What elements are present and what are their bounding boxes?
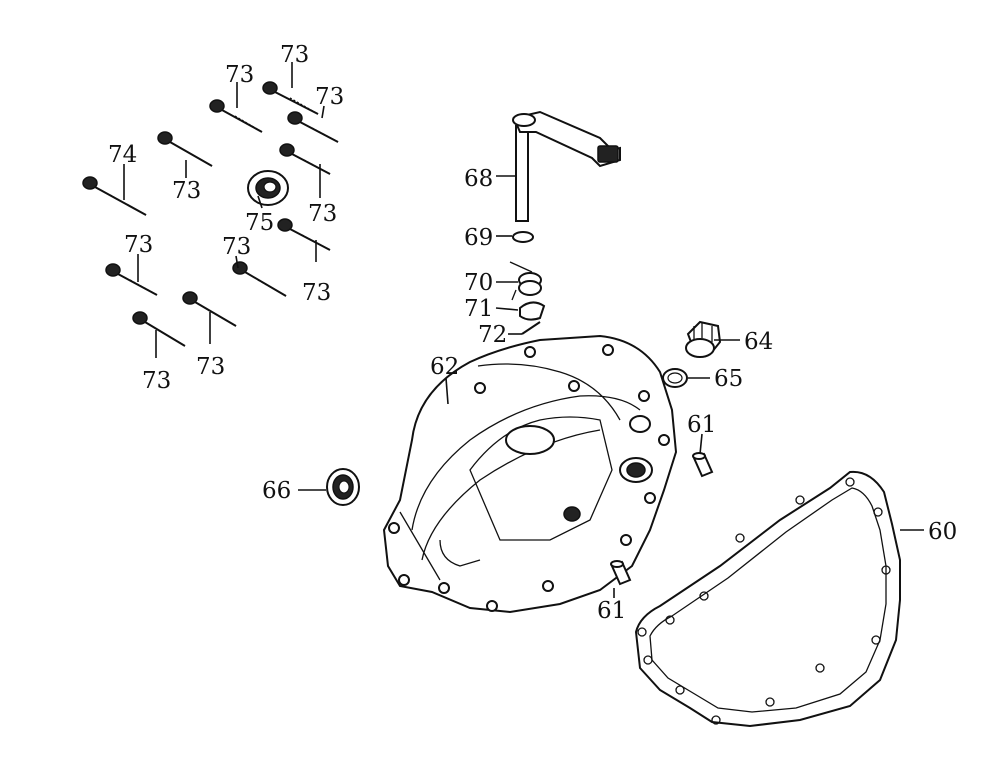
label-70: 70 [464,270,493,296]
label-66: 66 [262,478,291,504]
crankcase-cover-62 [382,334,678,614]
leader-lines [123,62,924,598]
label-60: 60 [928,519,957,545]
label-73: 73 [302,280,331,306]
bolt-73-top [262,81,319,115]
collar-71 [519,301,546,321]
gasket-60 [634,470,901,728]
bolt-73-e [277,218,331,251]
dowel-pin-61-upper [692,452,714,478]
bolt-73-g [232,261,287,297]
label-61: 61 [597,598,626,624]
label-65: 65 [714,366,743,392]
dowel-pin-61-lower [610,560,632,586]
label-62: 62 [430,354,459,380]
bolt-73-b [287,111,339,143]
oil-seal-75 [247,170,289,206]
bolt-73-d [279,143,331,175]
callout-labels: 73 73 73 74 73 73 75 73 73 73 73 73 68 6… [108,42,957,624]
bolt-73-f [105,263,158,296]
label-73: 73 [308,201,337,227]
label-74: 74 [108,142,137,168]
label-73: 73 [172,178,201,204]
washer-69 [512,231,534,243]
label-72: 72 [478,322,507,348]
label-64: 64 [744,329,773,355]
bolt-73-h [182,291,237,327]
label-73: 73 [124,232,153,258]
shift-shaft-68 [512,110,621,222]
label-68: 68 [464,166,493,192]
label-73: 73 [142,368,171,394]
label-61: 61 [687,412,716,438]
label-73: 73 [280,42,309,68]
bolt-73-i [132,311,186,347]
o-ring-65 [662,368,688,388]
bolt-73-a [209,99,263,133]
oil-seal-66 [326,468,360,506]
label-73: 73 [196,354,225,380]
filler-cap-64 [685,320,722,358]
label-71: 71 [464,296,493,322]
label-73: 73 [315,84,344,110]
label-73: 73 [222,234,251,260]
bolt-73-c [157,131,213,167]
label-75: 75 [245,210,274,236]
label-69: 69 [464,225,493,251]
bolt-group [82,81,339,347]
label-73: 73 [225,62,254,88]
bolt-74 [82,176,147,216]
spring-70 [509,261,542,301]
